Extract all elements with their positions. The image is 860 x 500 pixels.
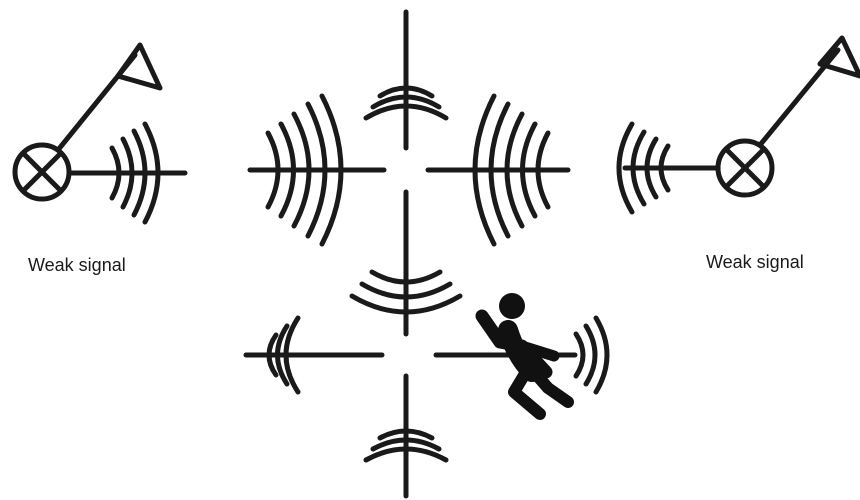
left-signal-label: Weak signal [28,255,126,276]
lower-crosshair-right-waves [576,318,607,392]
upper-crosshair [250,12,568,262]
lower-crosshair [246,262,607,496]
right-beacon-icon [619,38,860,212]
left-beacon-icon [15,45,185,222]
right-signal-label: Weak signal [706,252,804,273]
